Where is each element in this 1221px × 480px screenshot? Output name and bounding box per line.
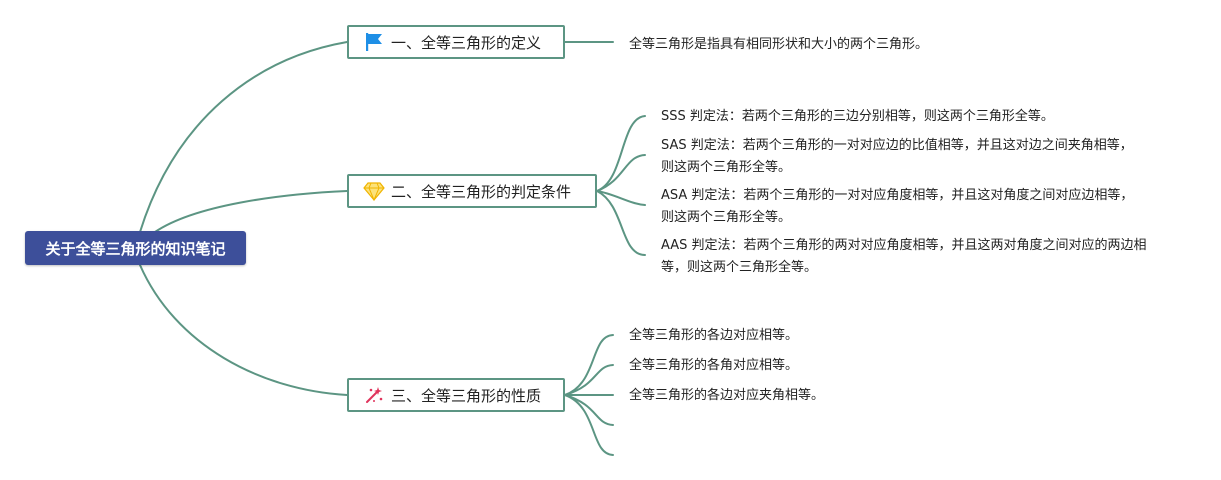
leaf-topic-text: 全等三角形的各角对应相等。	[629, 358, 799, 373]
branch-topic-properties[interactable]: 三、全等三角形的性质	[347, 378, 565, 412]
connector-branch-2-leaf-3	[596, 190, 646, 206]
leaf-topic-text: 全等三角形的各边对应相等。	[629, 328, 799, 343]
connector-branch-3-leaf-2	[564, 364, 614, 396]
connector-branch-3-leaf-5	[564, 394, 614, 456]
connector-root-branch-1	[139, 41, 348, 233]
root-topic[interactable]: 关于全等三角形的知识笔记	[25, 231, 246, 265]
connector-branch-2-leaf-4	[596, 190, 646, 256]
connector-root-branch-3	[139, 264, 348, 396]
connector-branch-3-leaf-1	[564, 334, 614, 396]
leaf-topic-text: ASA 判定法：若两个三角形的一对对应角度相等，并且这对角度之间对应边相等，则这…	[661, 188, 1134, 225]
leaf-topic[interactable]: SAS 判定法：若两个三角形的一对对应边的比值相等，并且这对边之间夹角相等，则这…	[661, 135, 1141, 179]
connector-root-branch-2	[154, 190, 348, 233]
branch-topic-criteria[interactable]: 二、全等三角形的判定条件	[347, 174, 597, 208]
branch-topic-label: 一、全等三角形的定义	[391, 33, 542, 52]
branch-topic-definition[interactable]: 一、全等三角形的定义	[347, 25, 565, 59]
leaf-topic[interactable]: ASA 判定法：若两个三角形的一对对应角度相等，并且这对角度之间对应边相等，则这…	[661, 185, 1141, 229]
leaf-topic-text: 全等三角形的各边对应夹角相等。	[629, 388, 825, 403]
leaf-topic[interactable]: 全等三角形的各角对应相等。	[629, 355, 798, 377]
leaf-topic[interactable]: 全等三角形的各边对应相等。	[629, 325, 798, 347]
flag-icon	[363, 32, 385, 52]
leaf-topic-text: SSS 判定法：若两个三角形的三边分别相等，则这两个三角形全等。	[661, 109, 1054, 124]
leaf-topic-text: SAS 判定法：若两个三角形的一对对应边的比值相等，并且这对边之间夹角相等，则这…	[661, 138, 1133, 175]
root-topic-label: 关于全等三角形的知识笔记	[45, 239, 226, 258]
connector-branch-2-leaf-2	[596, 154, 646, 192]
leaf-topic[interactable]: SSS 判定法：若两个三角形的三边分别相等，则这两个三角形全等。	[661, 106, 1054, 128]
branch-topic-label: 二、全等三角形的判定条件	[391, 182, 572, 201]
leaf-topic[interactable]: AAS 判定法：若两个三角形的两对对应角度相等，并且这两对角度之间对应的两边相等…	[661, 235, 1161, 279]
connector-branch-2-leaf-1	[596, 115, 646, 192]
leaf-topic[interactable]: 全等三角形的各边对应夹角相等。	[629, 385, 824, 407]
leaf-topic-text: AAS 判定法：若两个三角形的两对对应角度相等，并且这两对角度之间对应的两边相等…	[661, 238, 1147, 275]
branch-topic-label: 三、全等三角形的性质	[391, 386, 542, 405]
leaf-topic[interactable]: 全等三角形是指具有相同形状和大小的两个三角形。	[629, 34, 928, 56]
diamond-icon	[363, 181, 385, 201]
sparkle-icon	[363, 385, 385, 405]
leaf-topic-text: 全等三角形是指具有相同形状和大小的两个三角形。	[629, 37, 929, 52]
